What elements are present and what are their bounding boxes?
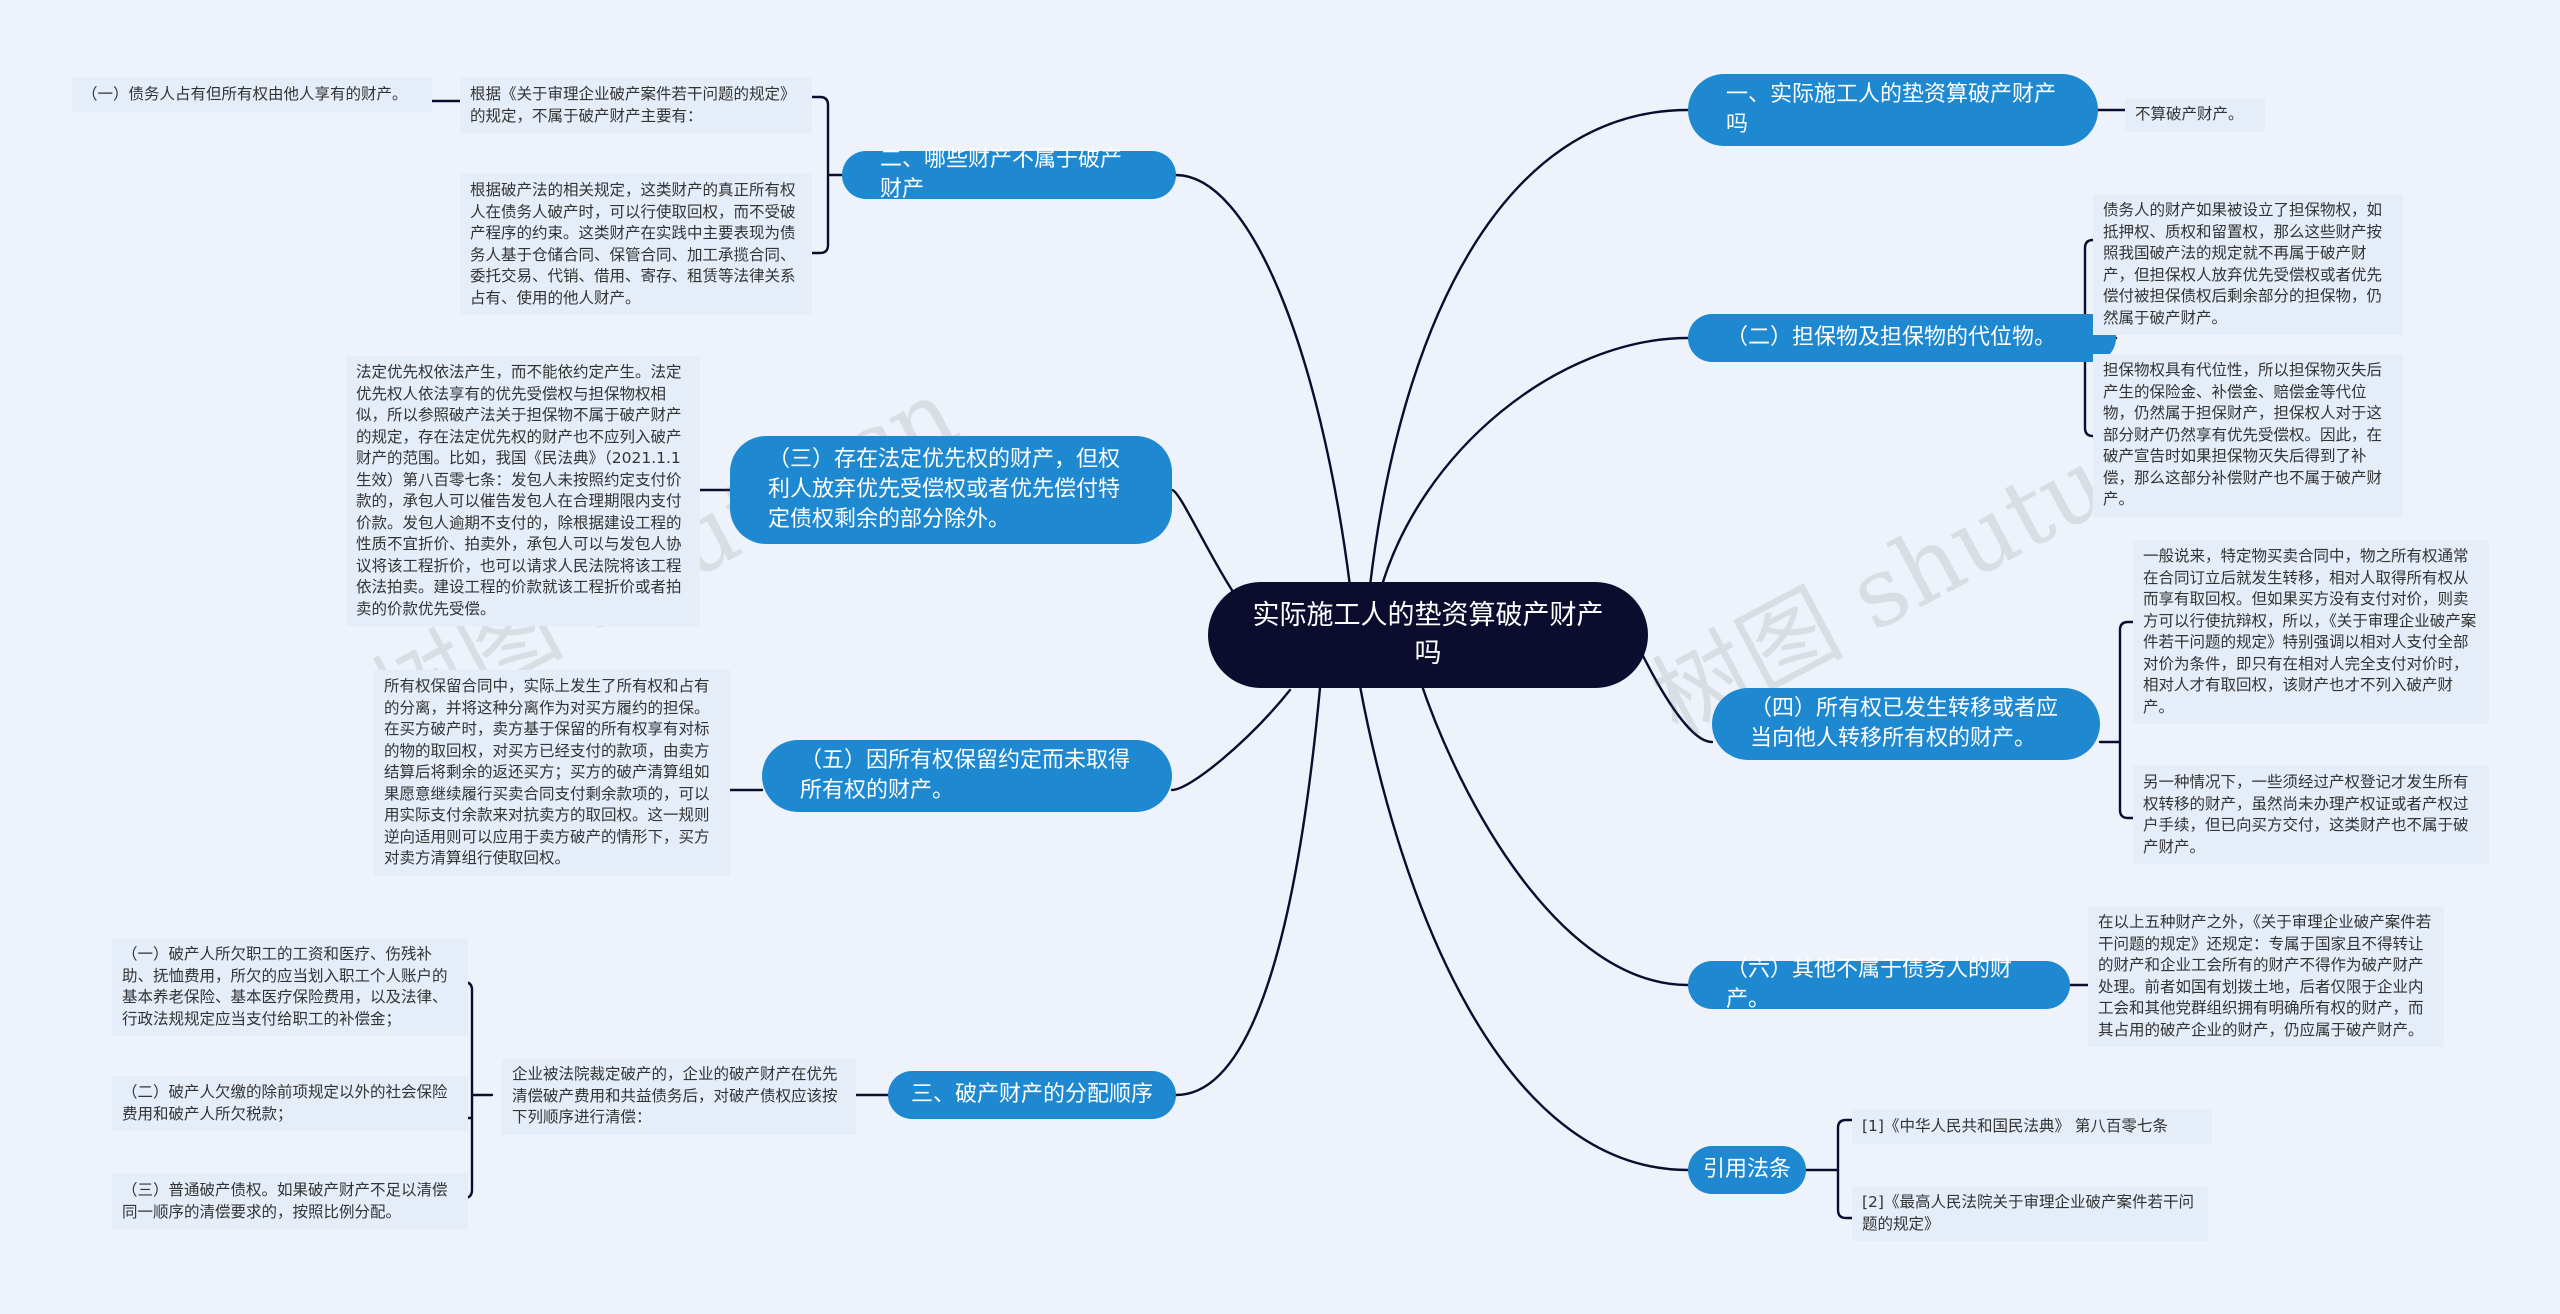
branch-cited-laws[interactable]: 引用法条 [1688, 1146, 1806, 1194]
leaf-not-bankruptcy-property: 不算破产财产。 [2125, 98, 2265, 132]
leaf-property-registration: 另一种情况下，一些须经过产权登记才发生所有权转移的财产，虽然尚未办理产权证或者产… [2133, 766, 2489, 864]
leaf-specific-goods-sale: 一般说来，特定物买卖合同中，物之所有权通常在合同订立后就发生转移，相对人取得所有… [2133, 540, 2489, 724]
root-node[interactable]: 实际施工人的垫资算破产财产吗 [1208, 582, 1648, 688]
leaf-distribution-intro: 企业被法院裁定破产的，企业的破产财产在优先清偿破产费用和共益债务后，对破产债权应… [502, 1058, 856, 1135]
leaf-collateral-rights: 债务人的财产如果被设立了担保物权，如抵押权、质权和留置权，那么这些财产按照我国破… [2093, 194, 2403, 335]
branch-retention-of-title[interactable]: （五）因所有权保留约定而未取得所有权的财产。 [762, 740, 1172, 812]
leaf-priority-social-insurance: （二）破产人欠缴的除前项规定以外的社会保险费用和破产人所欠税款； [112, 1076, 468, 1131]
leaf-priority-employee-wages: （一）破产人所欠职工的工资和医疗、伤残补助、抚恤费用，所欠的应当划入职工个人账户… [112, 938, 468, 1036]
branch-construction-advance[interactable]: 一、实际施工人的垫资算破产财产吗 [1688, 74, 2098, 146]
leaf-citation-civil-code: [1]《中华人民共和国民法典》 第八百零七条 [1852, 1110, 2212, 1144]
leaf-property-owned-by-others: （一）债务人占有但所有权由他人享有的财产。 [72, 78, 432, 112]
branch-distribution-order[interactable]: 三、破产财产的分配顺序 [888, 1071, 1176, 1119]
leaf-retention-of-title-detail: 所有权保留合同中，实际上发生了所有权和占有的分离，并将这种分离作为对买方履约的担… [374, 670, 730, 876]
leaf-statutory-priority-detail: 法定优先权依法产生，而不能依约定产生。法定优先权人依法享有的优先受偿权与担保物权… [346, 356, 700, 626]
leaf-subrogation: 担保物权具有代位性，所以担保物灭失后产生的保险金、补偿金、赔偿金等代位物，仍然属… [2093, 354, 2403, 517]
leaf-rules-intro: 根据《关于审理企业破产案件若干问题的规定》的规定，不属于破产财产主要有： [460, 78, 812, 133]
branch-other-property[interactable]: （六）其他不属于债务人的财产。 [1688, 957, 2070, 1012]
branch-non-bankruptcy-property[interactable]: 二、哪些财产不属于破产财产 [842, 147, 1176, 202]
leaf-citation-bankruptcy-rules: [2]《最高人民法院关于审理企业破产案件若干问题的规定》 [1852, 1186, 2208, 1241]
branch-statutory-priority[interactable]: （三）存在法定优先权的财产，但权利人放弃优先受偿权或者优先偿付特定债权剩余的部分… [730, 436, 1172, 544]
branch-collateral[interactable]: （二）担保物及担保物的代位物。 [1688, 314, 2116, 362]
leaf-right-of-retrieval: 根据破产法的相关规定，这类财产的真正所有权人在债务人破产时，可以行使取回权，而不… [460, 174, 812, 315]
leaf-state-and-union-property: 在以上五种财产之外，《关于审理企业破产案件若干问题的规定》还规定：专属于国家且不… [2088, 906, 2444, 1047]
leaf-priority-ordinary-claims: （三）普通破产债权。如果破产财产不足以清偿同一顺序的清偿要求的，按照比例分配。 [112, 1174, 468, 1229]
branch-ownership-transferred[interactable]: （四）所有权已发生转移或者应当向他人转移所有权的财产。 [1712, 688, 2100, 760]
